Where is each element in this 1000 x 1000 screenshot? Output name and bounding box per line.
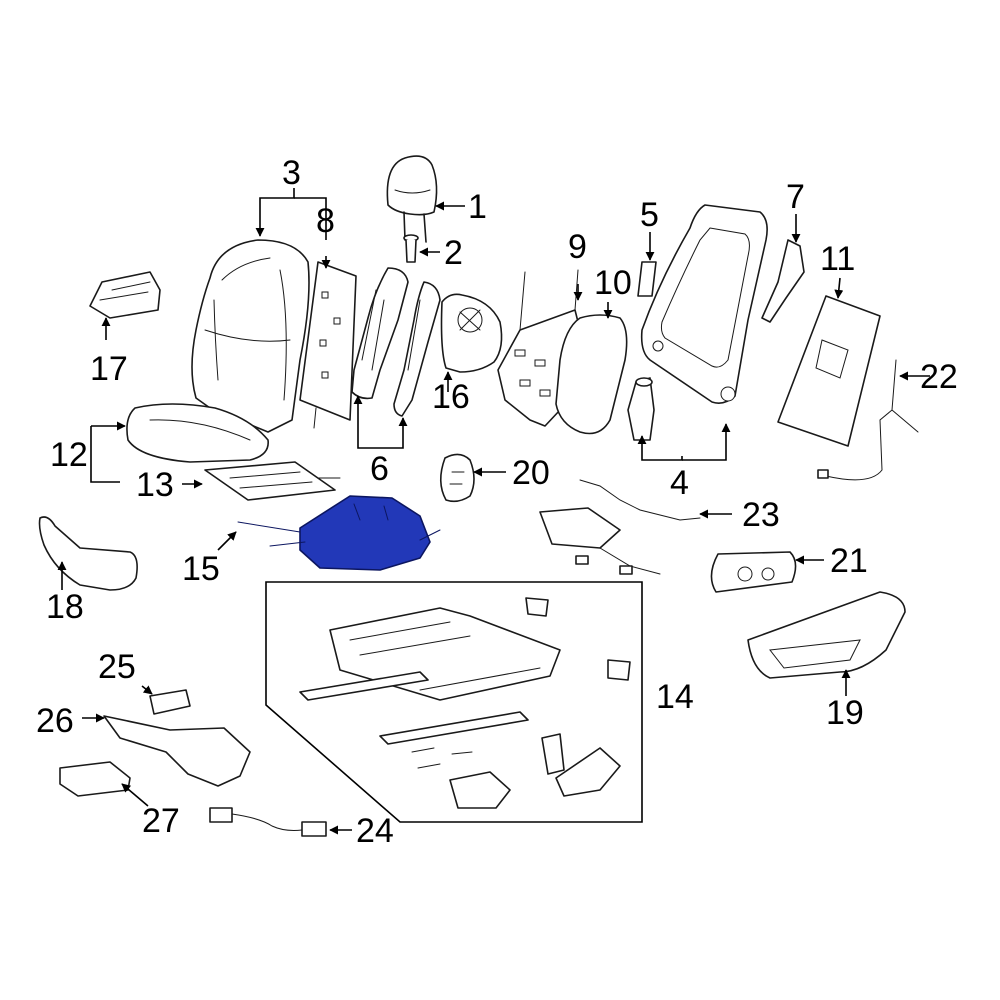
callout-1: 1: [468, 188, 487, 226]
part-back-pad[interactable]: [555, 314, 628, 435]
callout-4: 4: [670, 464, 689, 502]
callout-26: 26: [36, 702, 74, 740]
part-control-module[interactable]: [149, 689, 191, 715]
part-recliner-motor[interactable]: [627, 377, 655, 441]
callout-5: 5: [640, 196, 659, 234]
part-back-cover[interactable]: [440, 293, 503, 373]
callout-2: 2: [444, 234, 463, 272]
part-headrest-guide[interactable]: [403, 234, 419, 263]
part-back-panel[interactable]: [299, 261, 357, 429]
part-seat-heater[interactable]: [204, 461, 341, 501]
part-back-board[interactable]: [777, 295, 881, 447]
callout-20: 20: [512, 454, 550, 492]
part-recline-lever[interactable]: [89, 271, 161, 319]
callout-10: 10: [594, 264, 632, 302]
part-seatback-frame[interactable]: [640, 204, 768, 404]
part-module-bracket[interactable]: [103, 715, 251, 787]
box-14: [265, 581, 643, 823]
callout-19: 19: [826, 694, 864, 732]
callout-numbers: 1 2 3 4 5 6 7 8 9 10 11 12 13 14 15 16 1…: [36, 154, 958, 850]
part-side-bracket[interactable]: [761, 239, 805, 323]
part-headrest[interactable]: [386, 155, 438, 243]
callout-23: 23: [742, 496, 780, 534]
callout-11: 11: [820, 240, 855, 278]
leader-lines: [57, 188, 930, 835]
callout-17: 17: [90, 350, 128, 388]
callout-18: 18: [46, 588, 84, 626]
callout-8: 8: [316, 202, 335, 240]
part-side-bolsters[interactable]: [351, 267, 441, 417]
callout-27: 27: [142, 802, 180, 840]
callout-25: 25: [98, 648, 136, 686]
part-seatback-cover[interactable]: [191, 239, 310, 433]
part-power-switch[interactable]: [710, 551, 797, 593]
part-side-trim[interactable]: [38, 516, 138, 591]
callout-15: 15: [182, 550, 220, 588]
part-seat-harness[interactable]: [539, 479, 701, 575]
part-trim-cover[interactable]: [439, 453, 475, 503]
part-back-harness[interactable]: [817, 359, 919, 481]
callout-9: 9: [568, 228, 587, 266]
callout-3: 3: [282, 154, 301, 192]
callout-24: 24: [356, 812, 394, 850]
part-switch[interactable]: [637, 261, 657, 297]
part-side-shield[interactable]: [747, 591, 906, 679]
callout-13: 13: [136, 466, 174, 504]
callout-7: 7: [786, 178, 805, 216]
callout-21: 21: [830, 542, 868, 580]
callout-14: 14: [656, 678, 694, 716]
callout-22: 22: [920, 358, 958, 396]
part-seat-cushion[interactable]: [126, 403, 269, 463]
part-wire-harness[interactable]: [209, 807, 327, 837]
callout-12: 12: [50, 436, 88, 474]
part-seat-ecu[interactable]: [59, 761, 131, 797]
part-cushion-frame[interactable]: [237, 495, 441, 571]
part-seat-track-assembly[interactable]: [265, 581, 643, 823]
callout-6: 6: [370, 450, 389, 488]
callout-16: 16: [432, 378, 470, 416]
